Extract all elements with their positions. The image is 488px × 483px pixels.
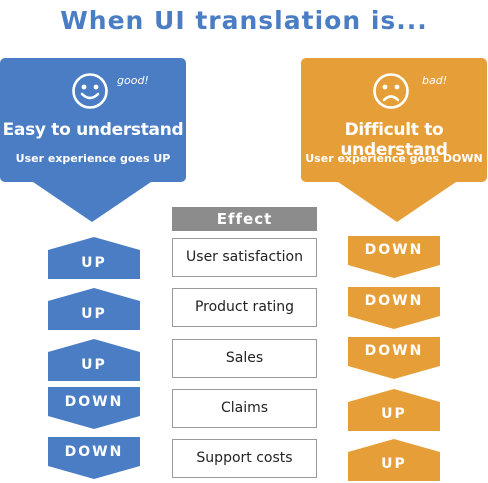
difficult-indicator-claims: UP [348, 389, 440, 431]
down-arrow-shape [48, 387, 140, 429]
easy-indicator-product-rating: UP [48, 288, 140, 330]
effect-sales: Sales [172, 339, 317, 378]
easy-down-arrow [33, 182, 151, 222]
easy-value: UP [81, 255, 107, 271]
easy-indicator-claims: DOWN [48, 387, 140, 429]
difficult-panel: bad! Difficult to understand User experi… [301, 58, 487, 182]
difficult-value: DOWN [364, 293, 424, 309]
bad-note: bad! [422, 74, 448, 87]
effect-product-rating: Product rating [172, 288, 317, 327]
easy-indicator-user-satisfaction: UP [48, 237, 140, 279]
smiley-face-icon [72, 73, 108, 109]
difficult-down-arrow [338, 182, 456, 222]
difficult-subheading: User experience goes DOWN [305, 152, 483, 165]
easy-value: DOWN [64, 394, 124, 410]
page-title: When UI translation is... [60, 6, 428, 35]
difficult-indicator-product-rating: DOWN [348, 287, 440, 329]
down-arrow-shape [348, 287, 440, 329]
easy-panel: good! Easy to understand User experience… [0, 58, 186, 182]
easy-value: DOWN [64, 444, 124, 460]
up-arrow-shape [348, 439, 440, 481]
difficult-value: DOWN [364, 242, 424, 258]
difficult-value: UP [381, 406, 407, 422]
effect-support-costs: Support costs [172, 439, 317, 478]
up-arrow-shape [48, 288, 140, 330]
difficult-value: DOWN [364, 343, 424, 359]
easy-value: UP [81, 357, 107, 373]
difficult-indicator-sales: DOWN [348, 337, 440, 379]
easy-heading: Easy to understand [2, 120, 184, 140]
effect-claims: Claims [172, 389, 317, 428]
difficult-heading: Difficult to understand [340, 120, 448, 160]
easy-indicator-sales: UP [48, 339, 140, 381]
easy-subheading: User experience goes UP [15, 152, 171, 165]
difficult-indicator-support-costs: UP [348, 439, 440, 481]
up-arrow-shape [48, 237, 140, 279]
down-arrow-shape [348, 337, 440, 379]
down-arrow-shape [348, 236, 440, 278]
difficult-value: UP [381, 456, 407, 472]
difficult-indicator-user-satisfaction: DOWN [348, 236, 440, 278]
easy-value: UP [81, 306, 107, 322]
easy-indicator-support-costs: DOWN [48, 437, 140, 479]
good-note: good! [117, 74, 149, 87]
frown-face-icon [373, 73, 409, 109]
down-arrow-shape [48, 437, 140, 479]
up-arrow-shape [48, 339, 140, 381]
up-arrow-shape [348, 389, 440, 431]
effect-header: Effect [172, 207, 317, 231]
effect-user-satisfaction: User satisfaction [172, 238, 317, 277]
